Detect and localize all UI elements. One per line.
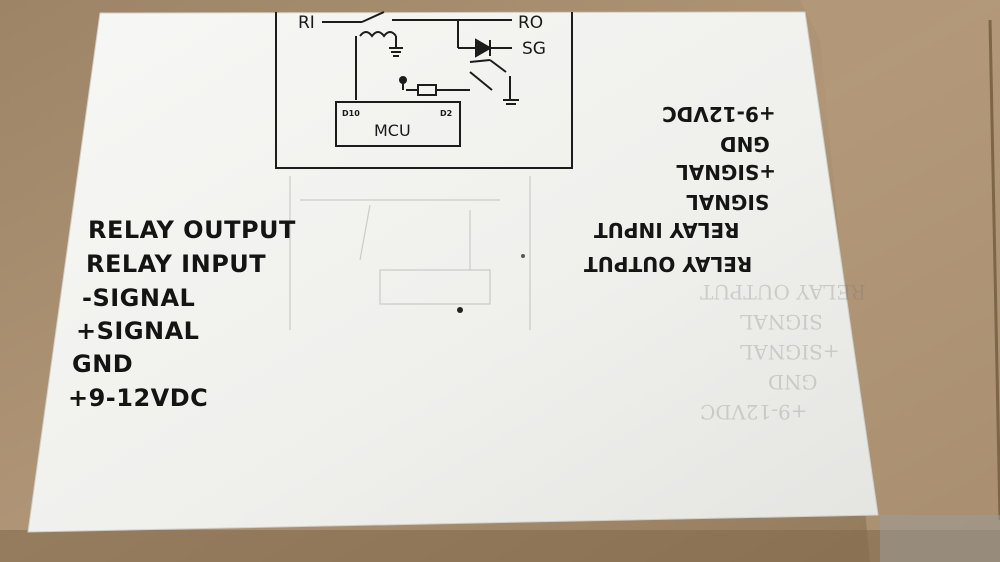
schematic-label-d2: D2 [440,109,452,118]
cardboard-bottom-shadow [0,530,1000,562]
schematic-label-sg: SG [522,39,546,59]
schematic-diagram [275,11,573,169]
schematic-label-ro: RO [518,13,543,33]
schematic-label-mcu: MCU [374,121,411,140]
cardboard-edge [988,19,1000,521]
small-hole [521,254,525,258]
schematic-frame [275,12,573,169]
grey-strip [880,515,1000,562]
dot-mark [457,307,463,313]
white-sheet [27,11,879,533]
cardboard-flap [800,0,1000,562]
mcu-box [335,101,461,147]
schematic-label-ri: RI [298,13,315,33]
schematic-label-d10: D10 [342,109,360,118]
ghost-schematic [289,176,531,330]
